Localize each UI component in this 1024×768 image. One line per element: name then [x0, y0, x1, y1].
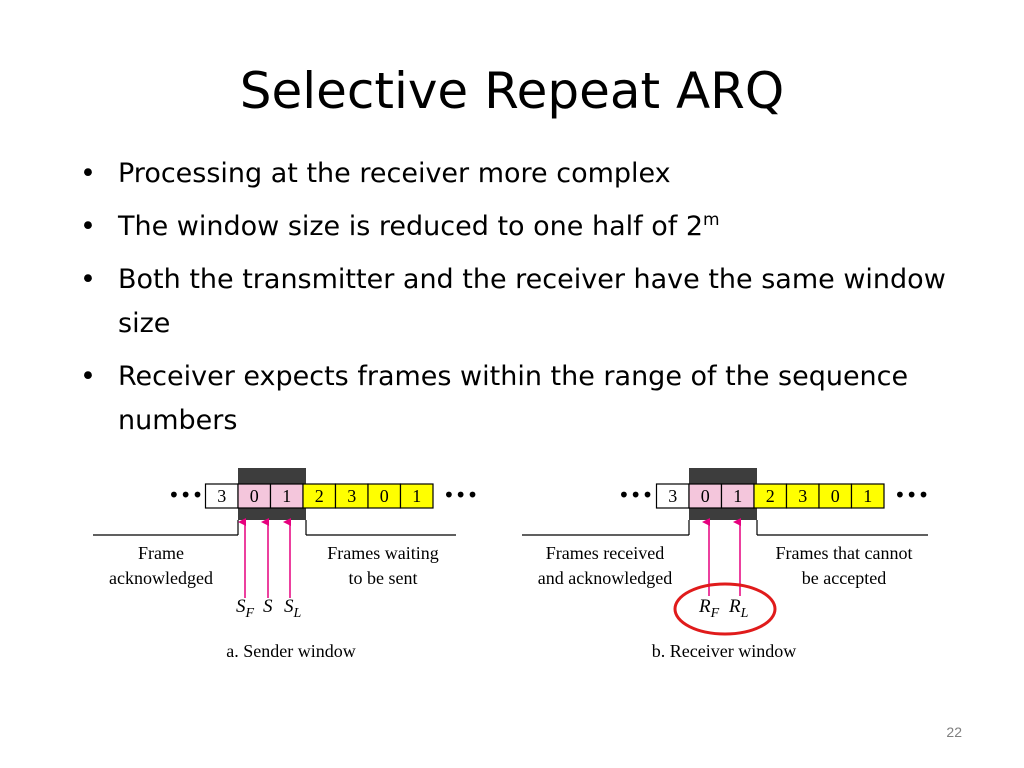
frame-number: 1	[733, 486, 742, 506]
receiver-pointer-rf: RF	[698, 596, 720, 621]
sender-right-ellipsis: •••	[443, 483, 478, 507]
slide-title: Selective Repeat ARQ	[239, 62, 785, 120]
receiver-right-label-line2: be accepted	[802, 568, 886, 588]
receiver-right-label-line1: Frames that cannot	[776, 543, 913, 563]
bullet-text: Receiver expects frames within the range…	[118, 361, 909, 436]
sender-left-label-line2: acknowledged	[109, 568, 213, 588]
receiver-pointer-rl: RL	[728, 596, 749, 621]
bullet-text: The window size is reduced to one half o…	[118, 211, 703, 242]
frame-cell	[399, 483, 434, 509]
frame-cell	[302, 483, 337, 509]
pointer-sub: F	[245, 606, 255, 621]
frame-number: 0	[380, 486, 389, 506]
frame-number: 1	[412, 486, 421, 506]
receiver-left-label-line2: and acknowledged	[538, 568, 672, 588]
sender-window: ••• 3 0 1 2 3 0 1 ••• Frame acknowledged Frame…	[93, 468, 478, 661]
frame-cell	[720, 483, 755, 509]
sender-pointer-sf: SF	[236, 596, 255, 621]
frame-number: 0	[701, 486, 710, 506]
frame-cell	[688, 483, 723, 509]
frame-number: 0	[250, 486, 259, 506]
frame-number: 3	[217, 486, 226, 506]
sender-frames: 3 0 1 2 3 0 1	[204, 483, 434, 509]
pointer-main: S	[263, 596, 273, 617]
pointer-sub: F	[710, 606, 720, 621]
frame-number: 3	[798, 486, 807, 506]
frame-number: 3	[347, 486, 356, 506]
pointer-main: R	[728, 596, 741, 617]
pointer-main: S	[236, 596, 246, 617]
receiver-caption: b. Receiver window	[652, 641, 796, 661]
sender-pointer-sl: SL	[284, 596, 302, 621]
highlight-circle	[673, 582, 777, 636]
pointer-main: R	[698, 596, 711, 617]
pointer-sub: L	[293, 606, 302, 621]
frame-cell	[334, 483, 369, 509]
frame-cell	[850, 483, 885, 509]
frame-number: 1	[282, 486, 291, 506]
bullet-item: The window size is reduced to one half o…	[74, 205, 954, 249]
frame-cell	[818, 483, 853, 509]
frame-number: 2	[766, 486, 775, 506]
bullet-superscript: m	[703, 210, 720, 230]
frame-number: 1	[863, 486, 872, 506]
bullet-text: Processing at the receiver more complex	[118, 158, 671, 189]
frame-number: 0	[831, 486, 840, 506]
sender-pointer-s: S	[263, 596, 273, 617]
frame-number: 2	[315, 486, 324, 506]
sender-right-label-line2: to be sent	[349, 568, 418, 588]
frame-cell	[269, 483, 304, 509]
frame-cell	[753, 483, 788, 509]
sender-left-ellipsis: •••	[168, 483, 203, 507]
receiver-left-ellipsis: •••	[618, 483, 653, 507]
frame-cell	[237, 483, 272, 509]
sender-left-label-line1: Frame	[138, 543, 184, 563]
receiver-window: ••• 3 0 1 2 3 0 1 ••• Frames received and ackn…	[522, 468, 929, 661]
bullet-item: Receiver expects frames within the range…	[74, 355, 954, 443]
receiver-right-ellipsis: •••	[894, 483, 929, 507]
frame-cell	[204, 483, 239, 509]
bullet-item: Both the transmitter and the receiver ha…	[74, 258, 954, 346]
pointer-sub: L	[740, 606, 749, 621]
frame-number: 3	[668, 486, 677, 506]
pointer-main: S	[284, 596, 294, 617]
sender-caption: a. Sender window	[226, 641, 355, 661]
receiver-frames: 3 0 1 2 3 0 1	[655, 483, 885, 509]
page-number: 22	[946, 724, 962, 740]
bullet-text: Both the transmitter and the receiver ha…	[118, 264, 946, 339]
bullet-item: Processing at the receiver more complex	[74, 152, 954, 196]
frame-cell	[655, 483, 690, 509]
bullet-list: Processing at the receiver more complex …	[74, 152, 954, 452]
sender-right-label-line1: Frames waiting	[327, 543, 438, 563]
receiver-left-label-line1: Frames received	[546, 543, 664, 563]
